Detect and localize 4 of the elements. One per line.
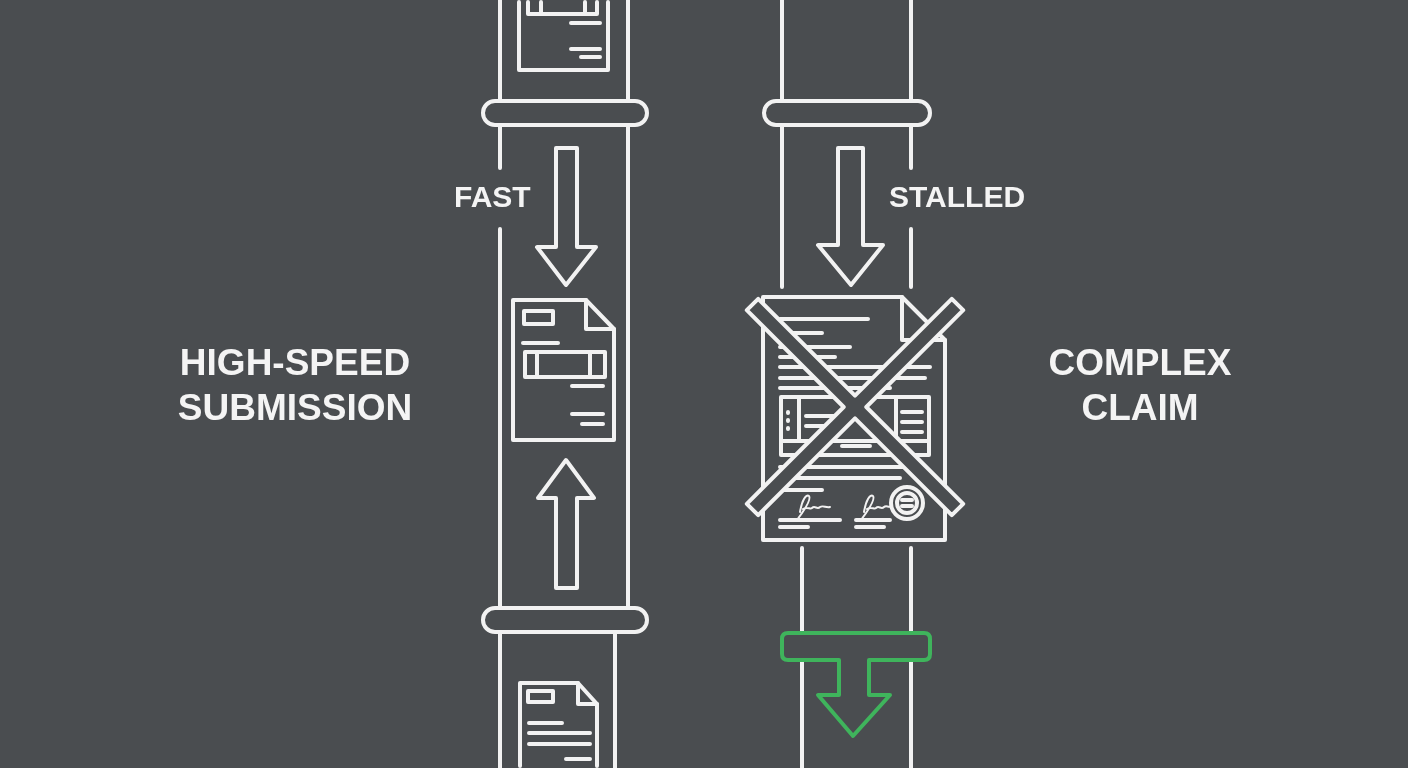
status-label: STALLED — [889, 179, 1027, 215]
side-label: HIGH-SPEED SUBMISSION — [177, 341, 413, 431]
side-label: COMPLEX CLAIM — [1048, 341, 1232, 431]
status-label: FAST — [454, 179, 532, 215]
